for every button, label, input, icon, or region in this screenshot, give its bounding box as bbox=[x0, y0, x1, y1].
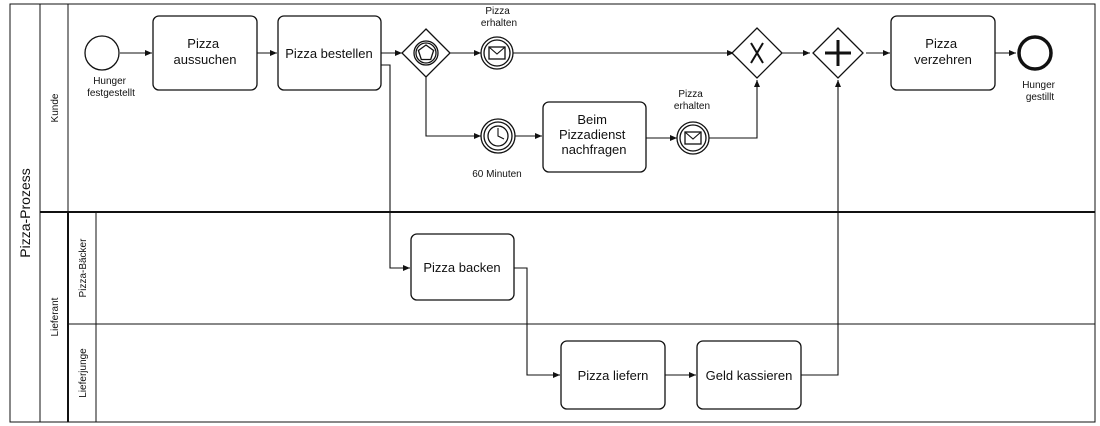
end-event-label: Hunger gestillt bbox=[1022, 80, 1058, 103]
message-event-2-label: Pizza erhalten bbox=[674, 89, 710, 112]
event-based-gateway[interactable] bbox=[401, 28, 451, 78]
parallel-gateway[interactable] bbox=[812, 27, 864, 79]
flow-kassieren-to-and bbox=[801, 80, 841, 376]
svg-text:Pizza verzehren: Pizza verzehren bbox=[914, 36, 972, 67]
task-pizza-verzehren[interactable]: Pizza verzehren bbox=[890, 15, 996, 91]
svg-text:Pizza bestellen: Pizza bestellen bbox=[285, 46, 372, 61]
task-beim-pizzadienst-nachfragen[interactable]: Beim Pizzadienst nachfragen bbox=[542, 101, 647, 173]
task-pizza-liefern[interactable]: Pizza liefern bbox=[560, 340, 666, 410]
task-pizza-bestellen[interactable]: Pizza bestellen bbox=[277, 15, 382, 91]
svg-text:Geld kassieren: Geld kassieren bbox=[706, 368, 793, 383]
svg-text:Pizza liefern: Pizza liefern bbox=[578, 368, 649, 383]
svg-text:Pizza aussuchen: Pizza aussuchen bbox=[174, 36, 237, 67]
pentagon-icon bbox=[417, 44, 435, 61]
lane-label-pizza-baecker: Pizza-Bäcker bbox=[78, 238, 89, 298]
flow-gateway-to-timer bbox=[425, 77, 481, 139]
start-event-label: Hunger festgestellt bbox=[87, 76, 135, 99]
message-event-1-label: Pizza erhalten bbox=[481, 6, 517, 29]
task-geld-kassieren[interactable]: Geld kassieren bbox=[696, 340, 802, 410]
end-event-hunger-gestillt[interactable] bbox=[1017, 35, 1053, 71]
svg-text:Pizza backen: Pizza backen bbox=[423, 260, 500, 275]
flow-backen-to-liefern bbox=[514, 267, 560, 378]
envelope-icon bbox=[684, 131, 702, 145]
lane-label-lieferjunge: Lieferjunge bbox=[78, 348, 89, 398]
x-icon bbox=[750, 42, 764, 64]
flow-msg2-to-xor bbox=[708, 80, 760, 139]
lane-label-kunde: Kunde bbox=[50, 93, 61, 122]
timer-event-label: 60 Minuten bbox=[472, 169, 521, 180]
task-pizza-aussuchen[interactable]: Pizza aussuchen bbox=[152, 15, 258, 91]
lane-label-lieferant: Lieferant bbox=[50, 297, 61, 336]
envelope-icon bbox=[488, 46, 506, 60]
pool-label: Pizza-Prozess bbox=[17, 168, 33, 257]
timer-catch-event-60-minuten[interactable] bbox=[480, 118, 516, 154]
message-catch-event-pizza-erhalten-1[interactable] bbox=[480, 36, 514, 70]
message-catch-event-pizza-erhalten-2[interactable] bbox=[676, 121, 710, 155]
start-event-hunger-festgestellt[interactable] bbox=[84, 35, 120, 71]
exclusive-gateway[interactable] bbox=[731, 27, 783, 79]
flow-bestellen-to-backen bbox=[381, 64, 410, 271]
svg-text:Beim Pizzadienst n: Beim Pizzadienst nachfragen bbox=[559, 112, 629, 157]
plus-icon bbox=[825, 40, 851, 66]
task-pizza-backen[interactable]: Pizza backen bbox=[410, 233, 515, 301]
